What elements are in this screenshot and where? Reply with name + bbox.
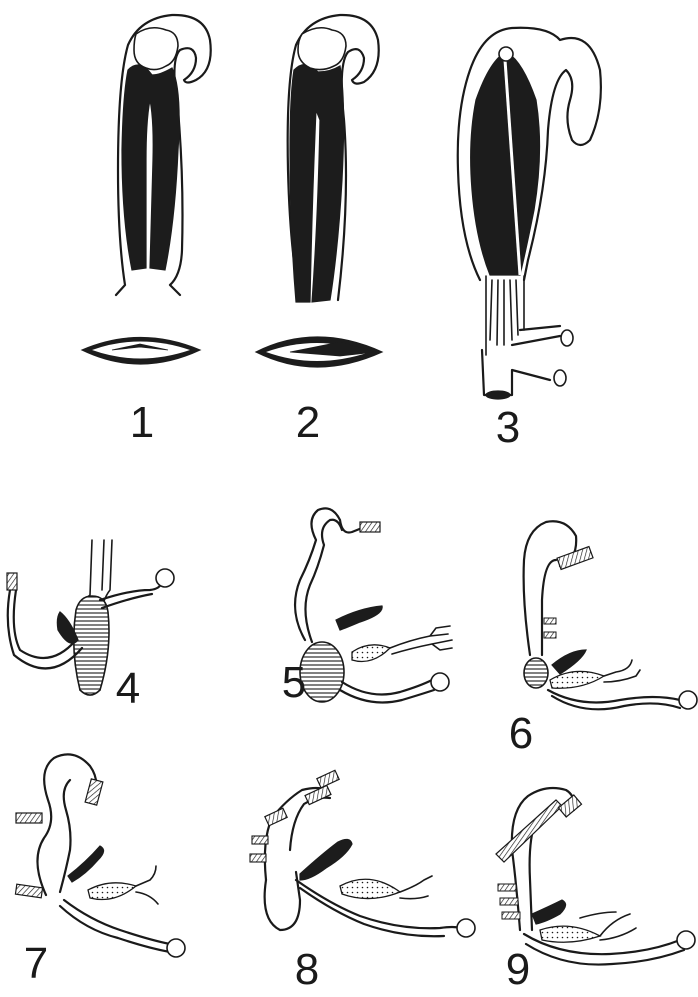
diagram-4: 4 bbox=[7, 540, 174, 713]
diagram-8: 8 bbox=[250, 770, 475, 994]
diagram-9: 9 bbox=[496, 788, 695, 994]
diagram-1: 1 bbox=[82, 15, 211, 447]
figure-label-3: 3 bbox=[496, 403, 520, 452]
figure-label-4: 4 bbox=[116, 664, 140, 713]
figure-label-1: 1 bbox=[130, 398, 154, 447]
figure-label-7: 7 bbox=[24, 939, 48, 988]
diagram-6: 6 bbox=[509, 521, 697, 758]
diagram-2: 2 bbox=[256, 15, 382, 447]
figure-label-2: 2 bbox=[296, 398, 320, 447]
diagram-3: 3 bbox=[458, 28, 601, 452]
diagram-5: 5 bbox=[282, 508, 452, 707]
figure-label-5: 5 bbox=[282, 658, 306, 707]
figure-label-9: 9 bbox=[506, 945, 530, 994]
figure-label-8: 8 bbox=[295, 945, 319, 994]
diagram-7: 7 bbox=[15, 754, 185, 988]
figure-label-6: 6 bbox=[509, 709, 533, 758]
